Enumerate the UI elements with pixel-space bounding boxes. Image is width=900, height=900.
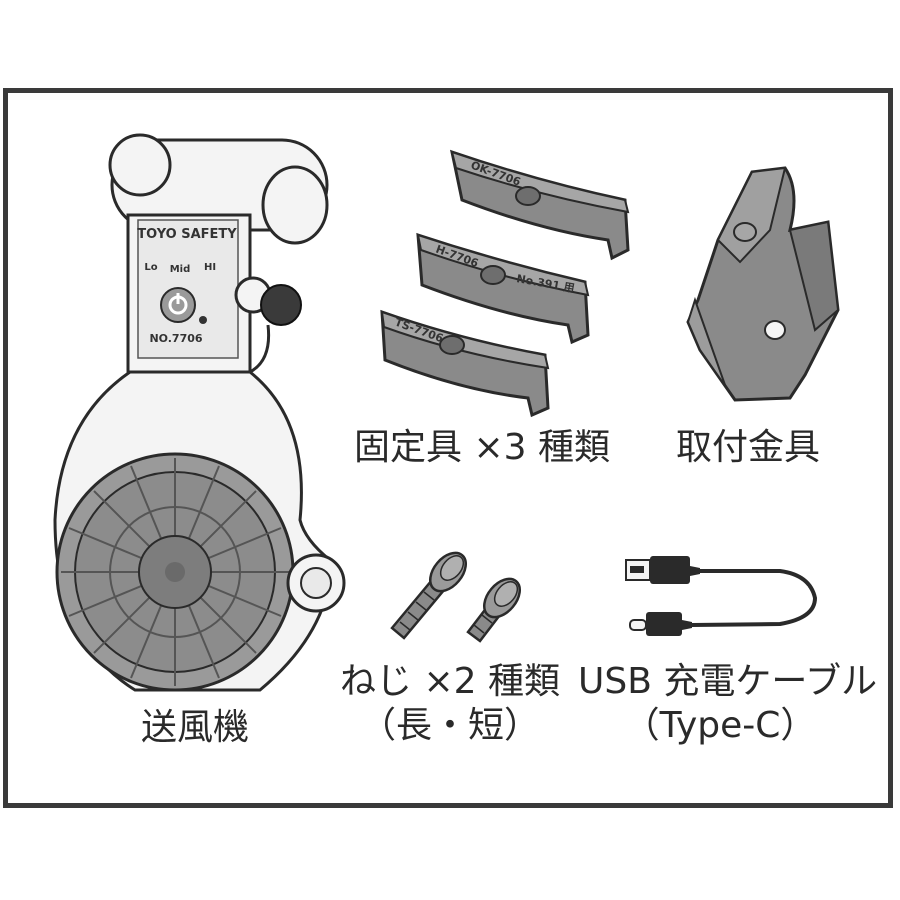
screws-caption-line1: ねじ ×2 種類: [340, 661, 560, 702]
cable-caption-line1: USB 充電ケーブル: [578, 661, 878, 702]
screws-caption-line2: （長・短）: [360, 705, 541, 746]
fan-unit: TOYO SAFETY Lo Mid HI NO.7706: [53, 133, 346, 692]
mounting-bracket: [686, 166, 840, 402]
cable-caption-line2: （Type-C）: [623, 705, 817, 746]
fan-caption: 送風機: [140, 707, 249, 748]
screws: [390, 551, 521, 643]
usb-cable: [625, 556, 818, 636]
fixtures-caption: 固定具 ×3 種類: [354, 427, 610, 468]
fan-speed-mid: Mid: [170, 264, 191, 275]
bracket-caption: 取付金具: [675, 427, 820, 468]
fixture-pieces: OK-7706 H-7706 No.391 用 TS-7706: [380, 149, 630, 418]
fan-model-text: NO.7706: [149, 332, 202, 345]
fan-speed-hi: HI: [204, 262, 216, 273]
fan-speed-lo: Lo: [144, 262, 157, 273]
fan-brand-text: TOYO SAFETY: [137, 227, 237, 242]
